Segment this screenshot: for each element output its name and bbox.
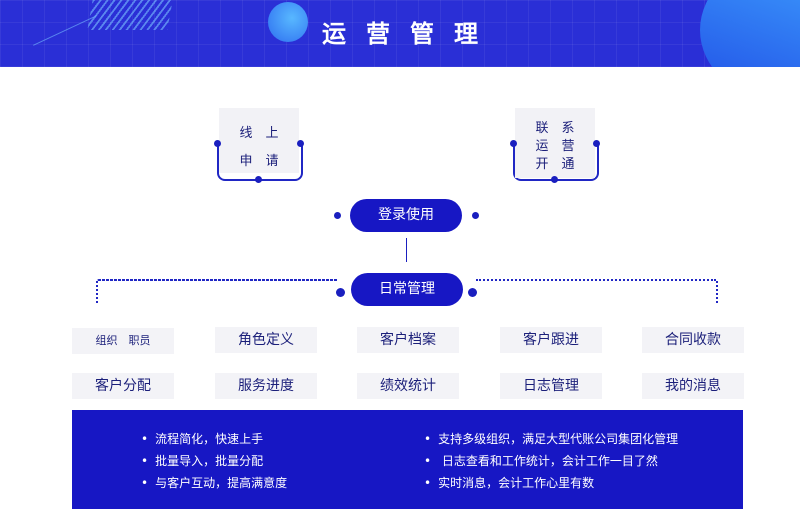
feature-role-definition[interactable]: 角色定义 — [215, 327, 317, 353]
connector-dot — [472, 212, 479, 219]
summary-item: 日志查看和工作统计，会计工作一目了然 — [424, 450, 678, 472]
feature-customer-files[interactable]: 客户档案 — [357, 327, 459, 353]
contact-ops-line2: 运 营 — [535, 139, 575, 154]
daily-management-button[interactable]: 日常管理 — [351, 273, 463, 306]
feature-customer-followup[interactable]: 客户跟进 — [500, 327, 602, 353]
summary-item: 支持多级组织，满足大型代账公司集团化管理 — [424, 428, 678, 450]
summary-item: 与客户互动，提高满意度 — [141, 472, 287, 494]
login-button[interactable]: 登录使用 — [350, 199, 462, 232]
connector-dot — [510, 140, 517, 147]
connector-line — [406, 238, 407, 262]
online-apply-line2: 申 请 — [239, 154, 279, 169]
feature-customer-assign[interactable]: 客户分配 — [72, 373, 174, 399]
connector-dot — [551, 176, 558, 183]
dotted-branch-left-down — [96, 281, 98, 303]
online-apply-box: 线 上 申 请 — [219, 108, 299, 173]
connector-dot — [468, 288, 477, 297]
summary-list-left: 流程简化，快速上手 批量导入，批量分配 与客户互动，提高满意度 — [141, 428, 287, 494]
decorative-circle — [268, 2, 308, 42]
page-title: 运营管理 — [322, 20, 498, 48]
decorative-arc — [700, 0, 800, 67]
header-banner: 运营管理 — [0, 0, 800, 67]
connector-dot — [593, 140, 600, 147]
dotted-branch-left — [97, 279, 337, 281]
connector-dot — [214, 140, 221, 147]
summary-panel: 流程简化，快速上手 批量导入，批量分配 与客户互动，提高满意度 支持多级组织，满… — [72, 410, 743, 509]
feature-contract-payment[interactable]: 合同收款 — [642, 327, 744, 353]
contact-ops-line3: 开 通 — [535, 157, 575, 172]
feature-org-staff[interactable]: 组织 职员 — [72, 328, 174, 354]
connector-dot — [297, 140, 304, 147]
summary-list-right: 支持多级组织，满足大型代账公司集团化管理 日志查看和工作统计，会计工作一目了然 … — [424, 428, 678, 494]
dotted-branch-right — [476, 279, 716, 281]
feature-log-management[interactable]: 日志管理 — [500, 373, 602, 399]
connector-dot — [334, 212, 341, 219]
connector-dot — [255, 176, 262, 183]
dotted-branch-right-down — [716, 281, 718, 303]
summary-item: 流程简化，快速上手 — [141, 428, 287, 450]
online-apply-line1: 线 上 — [239, 126, 279, 141]
feature-my-messages[interactable]: 我的消息 — [642, 373, 744, 399]
contact-ops-box: 联 系 运 营 开 通 — [515, 108, 595, 178]
summary-item: 批量导入，批量分配 — [141, 450, 287, 472]
summary-item: 实时消息，会计工作心里有数 — [424, 472, 678, 494]
contact-ops-line1: 联 系 — [535, 121, 575, 136]
feature-service-progress[interactable]: 服务进度 — [215, 373, 317, 399]
feature-performance-stats[interactable]: 绩效统计 — [357, 373, 459, 399]
connector-dot — [336, 288, 345, 297]
